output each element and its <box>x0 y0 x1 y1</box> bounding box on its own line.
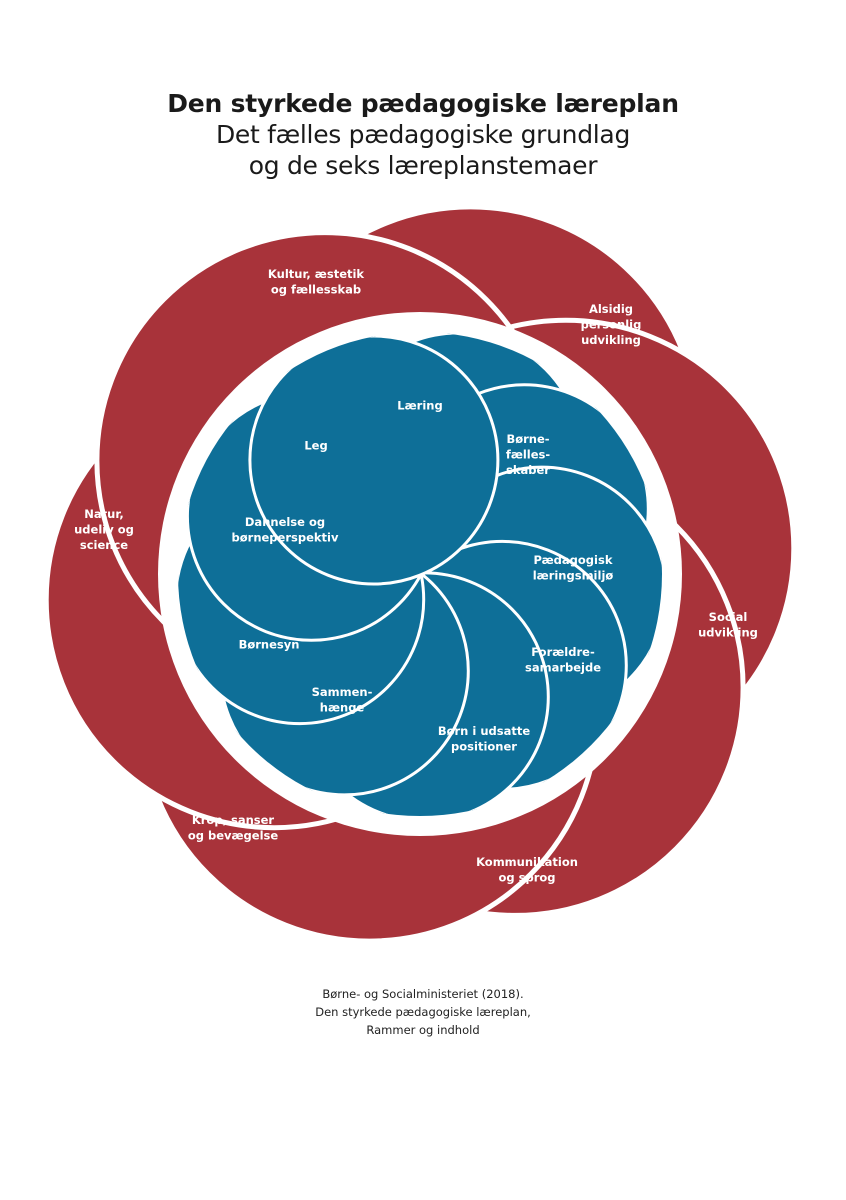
outer-theme-label-line: Alsidig <box>589 302 633 316</box>
outer-theme-label-line: Kommunikation <box>476 855 578 869</box>
outer-theme-label-line: personlig <box>581 318 642 332</box>
page-subtitle-line-1: Det fælles pædagogiske grundlag <box>215 120 631 149</box>
inner-element-label-line: Dannelse og <box>245 515 325 529</box>
inner-element-label-line: læringsmiljø <box>533 568 614 582</box>
inner-element-label: Forældre-samarbejde <box>525 645 601 675</box>
outer-theme-label-line: Krop, sanser <box>192 813 275 827</box>
inner-element-label: Børnesyn <box>239 638 300 652</box>
inner-element-label-line: børneperspektiv <box>232 530 339 544</box>
inner-element-label-line: hænge <box>320 700 365 714</box>
outer-theme-label-line: science <box>80 538 128 552</box>
outer-theme-label-line: og bevægelse <box>188 828 279 842</box>
outer-theme-label-line: Kultur, æstetik <box>268 267 365 281</box>
title-block: Den styrkede pædagogiske læreplan Det fæ… <box>0 88 846 181</box>
inner-element-label-line: Læring <box>397 399 442 413</box>
inner-element-label-line: Børn i udsatte <box>438 724 530 738</box>
inner-element-label: Børne-fælles-skaber <box>506 432 551 477</box>
caption-line-3: Rammer og indhold <box>366 1023 480 1037</box>
source-caption: Børne- og Socialministeriet (2018). Den … <box>0 985 846 1039</box>
inner-element-label-line: skaber <box>506 463 550 477</box>
outer-theme-label-line: og sprog <box>498 870 555 884</box>
inner-element-label-line: Børnesyn <box>239 638 300 652</box>
outer-theme-label-line: Natur, <box>84 507 123 521</box>
outer-theme-label-line: Social <box>709 610 748 624</box>
inner-element-label-line: samarbejde <box>525 660 601 674</box>
inner-element-label-line: Leg <box>304 439 327 453</box>
inner-element-label-line: positioner <box>451 739 517 753</box>
inner-element-label-line: Børne- <box>506 432 549 446</box>
outer-theme-label-line: udeliv og <box>74 523 134 537</box>
inner-element-circle <box>248 334 500 586</box>
inner-element-label-line: fælles- <box>506 448 551 462</box>
outer-theme-label-line: udvikling <box>581 333 641 347</box>
inner-elements-layer <box>178 332 662 816</box>
inner-element-label-line: Pædagogisk <box>534 553 613 567</box>
caption-line-2: Den styrkede pædagogiske læreplan, <box>315 1005 531 1019</box>
caption-line-1: Børne- og Socialministeriet (2018). <box>322 987 524 1001</box>
outer-theme-label-line: og fællesskab <box>271 282 361 296</box>
page-title: Den styrkede pædagogiske læreplan <box>167 89 679 118</box>
inner-element-label: Læring <box>397 399 442 413</box>
inner-element-label: Leg <box>304 439 327 453</box>
outer-theme-label-line: udvikling <box>698 625 758 639</box>
page-subtitle-line-2: og de seks læreplanstemaer <box>248 151 598 180</box>
inner-element-label-line: Sammen- <box>312 685 373 699</box>
inner-element-label-line: Forældre- <box>531 645 595 659</box>
inner-element-label: Sammen-hænge <box>312 685 373 715</box>
